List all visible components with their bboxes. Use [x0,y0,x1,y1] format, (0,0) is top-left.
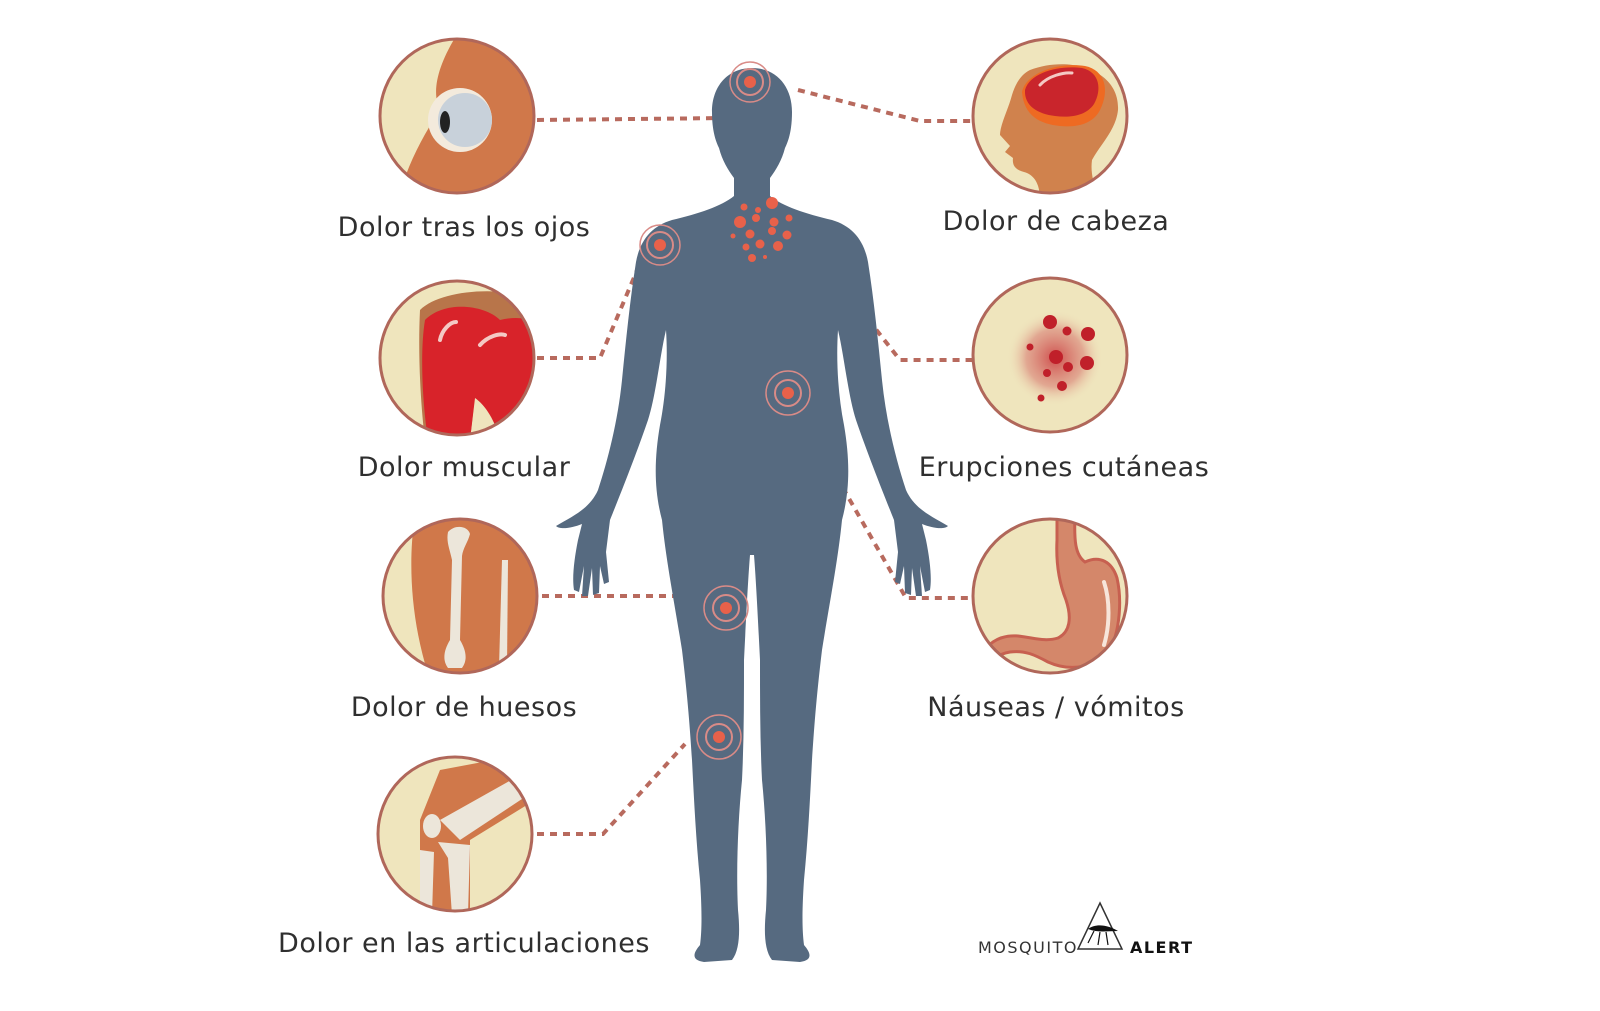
marker-head [729,61,771,103]
label-head: Dolor de cabeza [942,206,1170,237]
marker-thigh [703,585,749,631]
shoulder-muscle-icon [380,281,534,435]
label-eyes: Dolor tras los ojos [337,212,591,243]
label-rash: Erupciones cutáneas [918,452,1210,483]
connector-muscle [537,267,640,360]
skin-rash-icon [973,278,1127,432]
connector-head [797,88,972,123]
label-nausea: Náuseas / vómitos [927,692,1185,723]
mosquito-alert-logo: MOSQUITO ALERT [978,938,1193,957]
label-muscle: Dolor muscular [357,452,571,483]
marker-knee [696,714,742,760]
head-brain-icon [973,39,1127,193]
label-joints: Dolor en las articulaciones [278,928,650,959]
knee-joint-icon [378,757,532,911]
marker-abdomen [765,370,811,416]
mosquito-triangle-icon [1076,901,1124,950]
connector-joints [537,742,687,836]
pain-markers [639,61,811,760]
label-bones: Dolor de huesos [350,692,578,723]
bones-icon [383,519,537,673]
body-silhouette [556,68,948,962]
connector-eyes [536,116,731,122]
eye-icon [380,39,534,193]
logo-word-mosquito: MOSQUITO [978,938,1078,957]
chest-rash-dots [730,197,793,262]
stomach-icon [973,519,1127,673]
marker-shoulder [639,224,681,266]
logo-word-alert: ALERT [1129,938,1194,957]
